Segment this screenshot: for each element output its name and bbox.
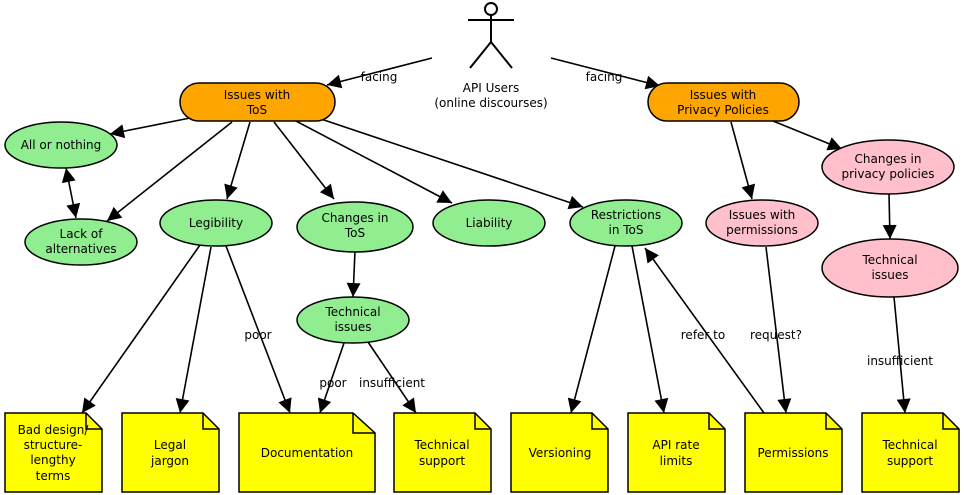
edge-changes-privacy-to-technical — [882, 193, 897, 240]
node-lack-alt-line2: alternatives — [45, 242, 116, 256]
note-bad-design-line4: terms — [36, 469, 71, 483]
edge-legibility-to-legal-jargon — [175, 246, 212, 414]
edge-actor-to-privacy — [550, 57, 661, 90]
node-restrictions-line2: in ToS — [608, 223, 643, 237]
note-versioning-label: Versioning — [529, 446, 592, 460]
node-technical-green-line2: issues — [334, 320, 371, 334]
node-changes-privacy-line2: privacy policies — [841, 167, 934, 181]
node-changes-privacy-line1: Changes in — [855, 152, 922, 166]
edge-label-insufficient-right: insufficient — [867, 354, 933, 368]
node-all-or-nothing-label: All or nothing — [21, 138, 102, 152]
edge-tos-to-lack-alt — [106, 121, 233, 222]
edge-permissions-to-restrictions — [644, 247, 765, 414]
actor-api-users: API Users (online discourses) — [434, 2, 548, 110]
note-rate-limits-line1: API rate — [652, 438, 699, 452]
note-permissions-label: Permissions — [758, 446, 829, 460]
hub-issues-with-privacy: Issues with Privacy Policies — [647, 82, 800, 122]
node-lack-alt-line1: Lack of — [60, 227, 104, 241]
edge-tos-to-restrictions — [311, 115, 584, 210]
note-bad-design-line2: structure- — [24, 438, 83, 452]
note-legal-jargon-line2: jargon — [150, 454, 189, 468]
node-liability-label: Liability — [466, 216, 513, 230]
node-technical-issues-pink: Technical issues — [821, 238, 959, 298]
node-legibility: Legibility — [159, 199, 273, 247]
note-api-rate-limits: API rate limits — [627, 412, 726, 493]
edge-label-poor-legibility: poor — [244, 328, 271, 342]
actor-label-line1: API Users — [463, 81, 519, 95]
stick-figure-icon — [468, 2, 514, 69]
node-technical-pink-line1: Technical — [861, 253, 917, 267]
edge-tos-to-all-or-nothing — [109, 117, 191, 139]
edge-all-or-nothing-lack-alt — [61, 167, 81, 219]
node-issues-with-permissions: Issues with permissions — [705, 199, 819, 247]
hub-privacy-line2: Privacy Policies — [677, 103, 769, 117]
edge-technical-pink-to-support — [893, 296, 911, 414]
edge-privacy-to-changes-privacy — [772, 120, 843, 151]
actor-label-line2: (online discourses) — [434, 96, 547, 110]
edge-label-insufficient-left: insufficient — [359, 376, 425, 390]
note-legal-jargon: Legal jargon — [121, 412, 220, 493]
edge-label-request: request? — [750, 328, 802, 342]
edge-actor-to-tos — [326, 57, 433, 89]
note-support-left-line1: Technical — [413, 438, 469, 452]
note-versioning: Versioning — [510, 412, 609, 493]
edge-label-facing-left: facing — [361, 70, 398, 84]
node-legibility-label: Legibility — [189, 216, 243, 230]
node-all-or-nothing: All or nothing — [4, 121, 118, 169]
node-technical-issues-green: Technical issues — [296, 296, 410, 344]
node-changes-in-privacy: Changes in privacy policies — [821, 139, 955, 195]
edge-label-facing-right: facing — [586, 70, 623, 84]
note-bad-design: Bad design/ structure- lengthy terms — [4, 412, 103, 493]
edge-label-poor-technical: poor — [319, 376, 346, 390]
edge-legibility-to-documentation — [225, 245, 292, 414]
note-documentation-label: Documentation — [261, 446, 354, 460]
edge-tos-to-legibility — [224, 121, 251, 200]
edge-restrictions-to-rate-limits — [631, 245, 669, 414]
note-technical-support-right: Technical support — [861, 412, 960, 493]
hub-issues-with-tos: Issues with ToS — [179, 82, 336, 122]
node-technical-green-line1: Technical — [324, 305, 380, 319]
node-changes-in-tos: Changes in ToS — [296, 201, 414, 253]
edge-labels: facing facing poor poor insufficient ref… — [244, 70, 933, 390]
edge-tos-to-changes — [273, 121, 335, 200]
node-lack-of-alternatives: Lack of alternatives — [24, 218, 138, 266]
node-issues-permissions-line2: permissions — [726, 223, 798, 237]
note-legal-jargon-line1: Legal — [154, 438, 186, 452]
note-permissions: Permissions — [744, 412, 843, 493]
edge-technical-to-support — [367, 341, 417, 414]
node-changes-tos-line2: ToS — [344, 226, 365, 240]
node-restrictions-in-tos: Restrictions in ToS — [569, 199, 683, 247]
node-issues-permissions-line1: Issues with — [729, 208, 796, 222]
note-rate-limits-line2: limits — [660, 454, 693, 468]
node-restrictions-line1: Restrictions — [591, 208, 661, 222]
hub-tos-line2: ToS — [246, 103, 267, 117]
note-documentation: Documentation — [238, 412, 376, 493]
hub-privacy-line1: Issues with — [690, 88, 757, 102]
note-support-left-line2: support — [419, 454, 465, 468]
node-liability: Liability — [432, 199, 546, 247]
node-changes-tos-line1: Changes in — [322, 211, 389, 225]
edges — [61, 57, 911, 414]
edge-privacy-to-permissions — [730, 121, 756, 200]
edge-legibility-to-bad-design — [81, 244, 201, 414]
edge-technical-to-documentation — [317, 342, 345, 414]
note-bad-design-line1: Bad design/ — [18, 423, 90, 437]
edge-restrictions-to-versioning — [567, 245, 616, 414]
edge-issues-permissions-to-note — [765, 246, 792, 414]
edge-tos-to-liability — [293, 119, 453, 204]
hub-tos-line1: Issues with — [224, 88, 291, 102]
edge-changes-to-technical — [346, 250, 361, 298]
node-technical-pink-line2: issues — [871, 268, 908, 282]
note-technical-support-left: Technical support — [393, 412, 492, 493]
note-bad-design-line3: lengthy — [30, 453, 75, 467]
note-support-right-line1: Technical — [881, 438, 937, 452]
note-support-right-line2: support — [887, 454, 933, 468]
edge-label-refer-to: refer to — [681, 328, 725, 342]
